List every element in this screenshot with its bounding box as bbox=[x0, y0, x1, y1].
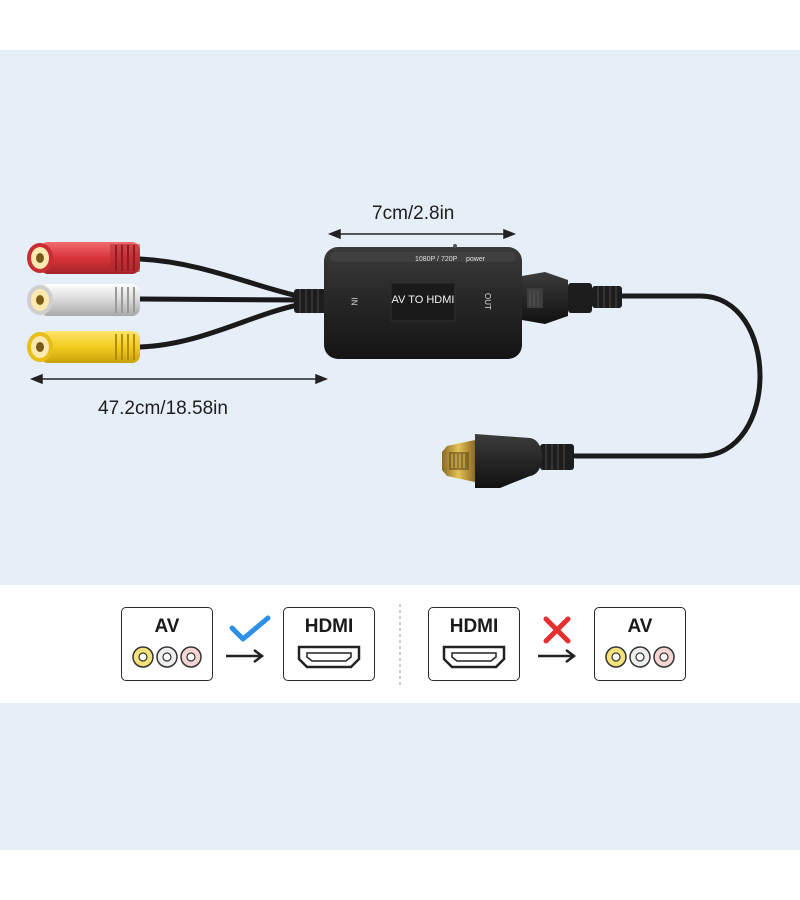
rca-yellow-connector bbox=[27, 331, 140, 363]
check-icon bbox=[229, 615, 271, 642]
supported-target-hdmi: HDMI bbox=[283, 607, 375, 681]
adapter-hdmi-connector bbox=[522, 272, 622, 324]
input-strain-relief bbox=[294, 289, 326, 313]
cable-length-label: 47.2cm/18.58in bbox=[98, 398, 228, 419]
hdmi-label: HDMI bbox=[304, 616, 354, 637]
out-port-label: OUT bbox=[482, 293, 492, 310]
unsupported-source-hdmi: HDMI bbox=[428, 607, 520, 681]
rca-white-connector bbox=[27, 284, 140, 316]
width-dimension-arrow bbox=[327, 228, 517, 240]
in-port-label: IN bbox=[349, 297, 359, 306]
hdmi-cable bbox=[572, 293, 763, 459]
supported-arrow-icon bbox=[226, 649, 265, 663]
av-label: AV bbox=[627, 616, 653, 637]
rca-jacks-icon bbox=[604, 645, 675, 668]
unsupported-target-av: AV bbox=[594, 607, 686, 681]
resolution-label: 1080P / 720P bbox=[415, 256, 458, 263]
adapter-width-label: 7cm/2.8in bbox=[372, 203, 455, 224]
power-label: power bbox=[466, 256, 486, 263]
hdmi-port-icon bbox=[297, 645, 360, 668]
cross-icon bbox=[543, 616, 571, 644]
unsupported-arrow-icon bbox=[538, 649, 577, 663]
rca-wires bbox=[137, 256, 301, 350]
hdmi-port-icon bbox=[442, 645, 505, 668]
adapter-body bbox=[324, 244, 522, 359]
bottom-panel bbox=[0, 703, 800, 850]
supported-source-av: AV bbox=[121, 607, 213, 681]
hdmi-plug bbox=[442, 434, 574, 488]
adapter-label: AV TO HDMI bbox=[391, 294, 455, 306]
av-label: AV bbox=[154, 616, 180, 637]
length-dimension-arrow bbox=[29, 373, 329, 385]
rca-red-connector bbox=[27, 242, 140, 274]
rca-jacks-icon bbox=[131, 645, 202, 668]
hdmi-label: HDMI bbox=[449, 616, 499, 637]
